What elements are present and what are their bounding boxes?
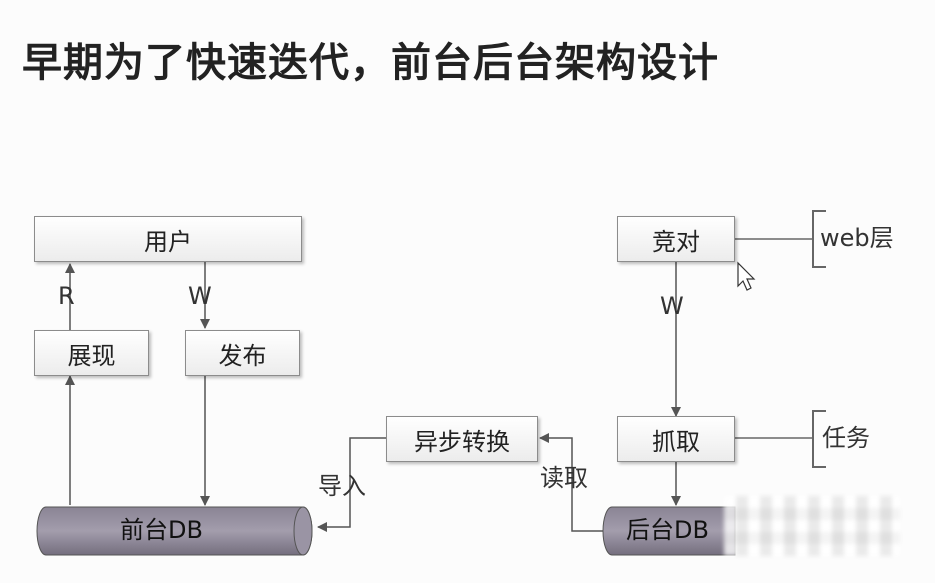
arrow-async-to-frontdb — [317, 437, 386, 532]
web-layer-bracket — [812, 210, 826, 268]
edge-label-import: 导入 — [318, 472, 366, 500]
node-frontdb: 前台DB — [120, 516, 203, 544]
edge-label-write-right: W — [660, 292, 684, 320]
arrow-backdb-to-async — [539, 433, 603, 532]
frontdb-shape — [36, 506, 313, 556]
page-title: 早期为了快速迭代，前台后台架构设计 — [22, 40, 719, 86]
edge-label-read-back: 读取 — [540, 464, 588, 492]
node-user: 用户 — [34, 216, 302, 262]
node-display: 展现 — [34, 330, 149, 376]
node-fetch: 抓取 — [617, 416, 735, 462]
node-async-convert: 异步转换 — [386, 416, 538, 462]
layer-web: web层 — [820, 224, 894, 252]
task-layer-bracket — [812, 410, 826, 468]
layer-task: 任务 — [822, 424, 870, 452]
backdb-shape — [602, 506, 736, 556]
mouse-cursor — [737, 261, 756, 291]
node-backdb: 后台DB — [626, 516, 709, 544]
edge-label-read: R — [58, 282, 75, 310]
node-publish: 发布 — [185, 330, 300, 376]
pixelated-watermark — [724, 496, 900, 556]
edge-label-write-left: W — [188, 282, 212, 310]
node-compare: 竞对 — [617, 216, 735, 262]
